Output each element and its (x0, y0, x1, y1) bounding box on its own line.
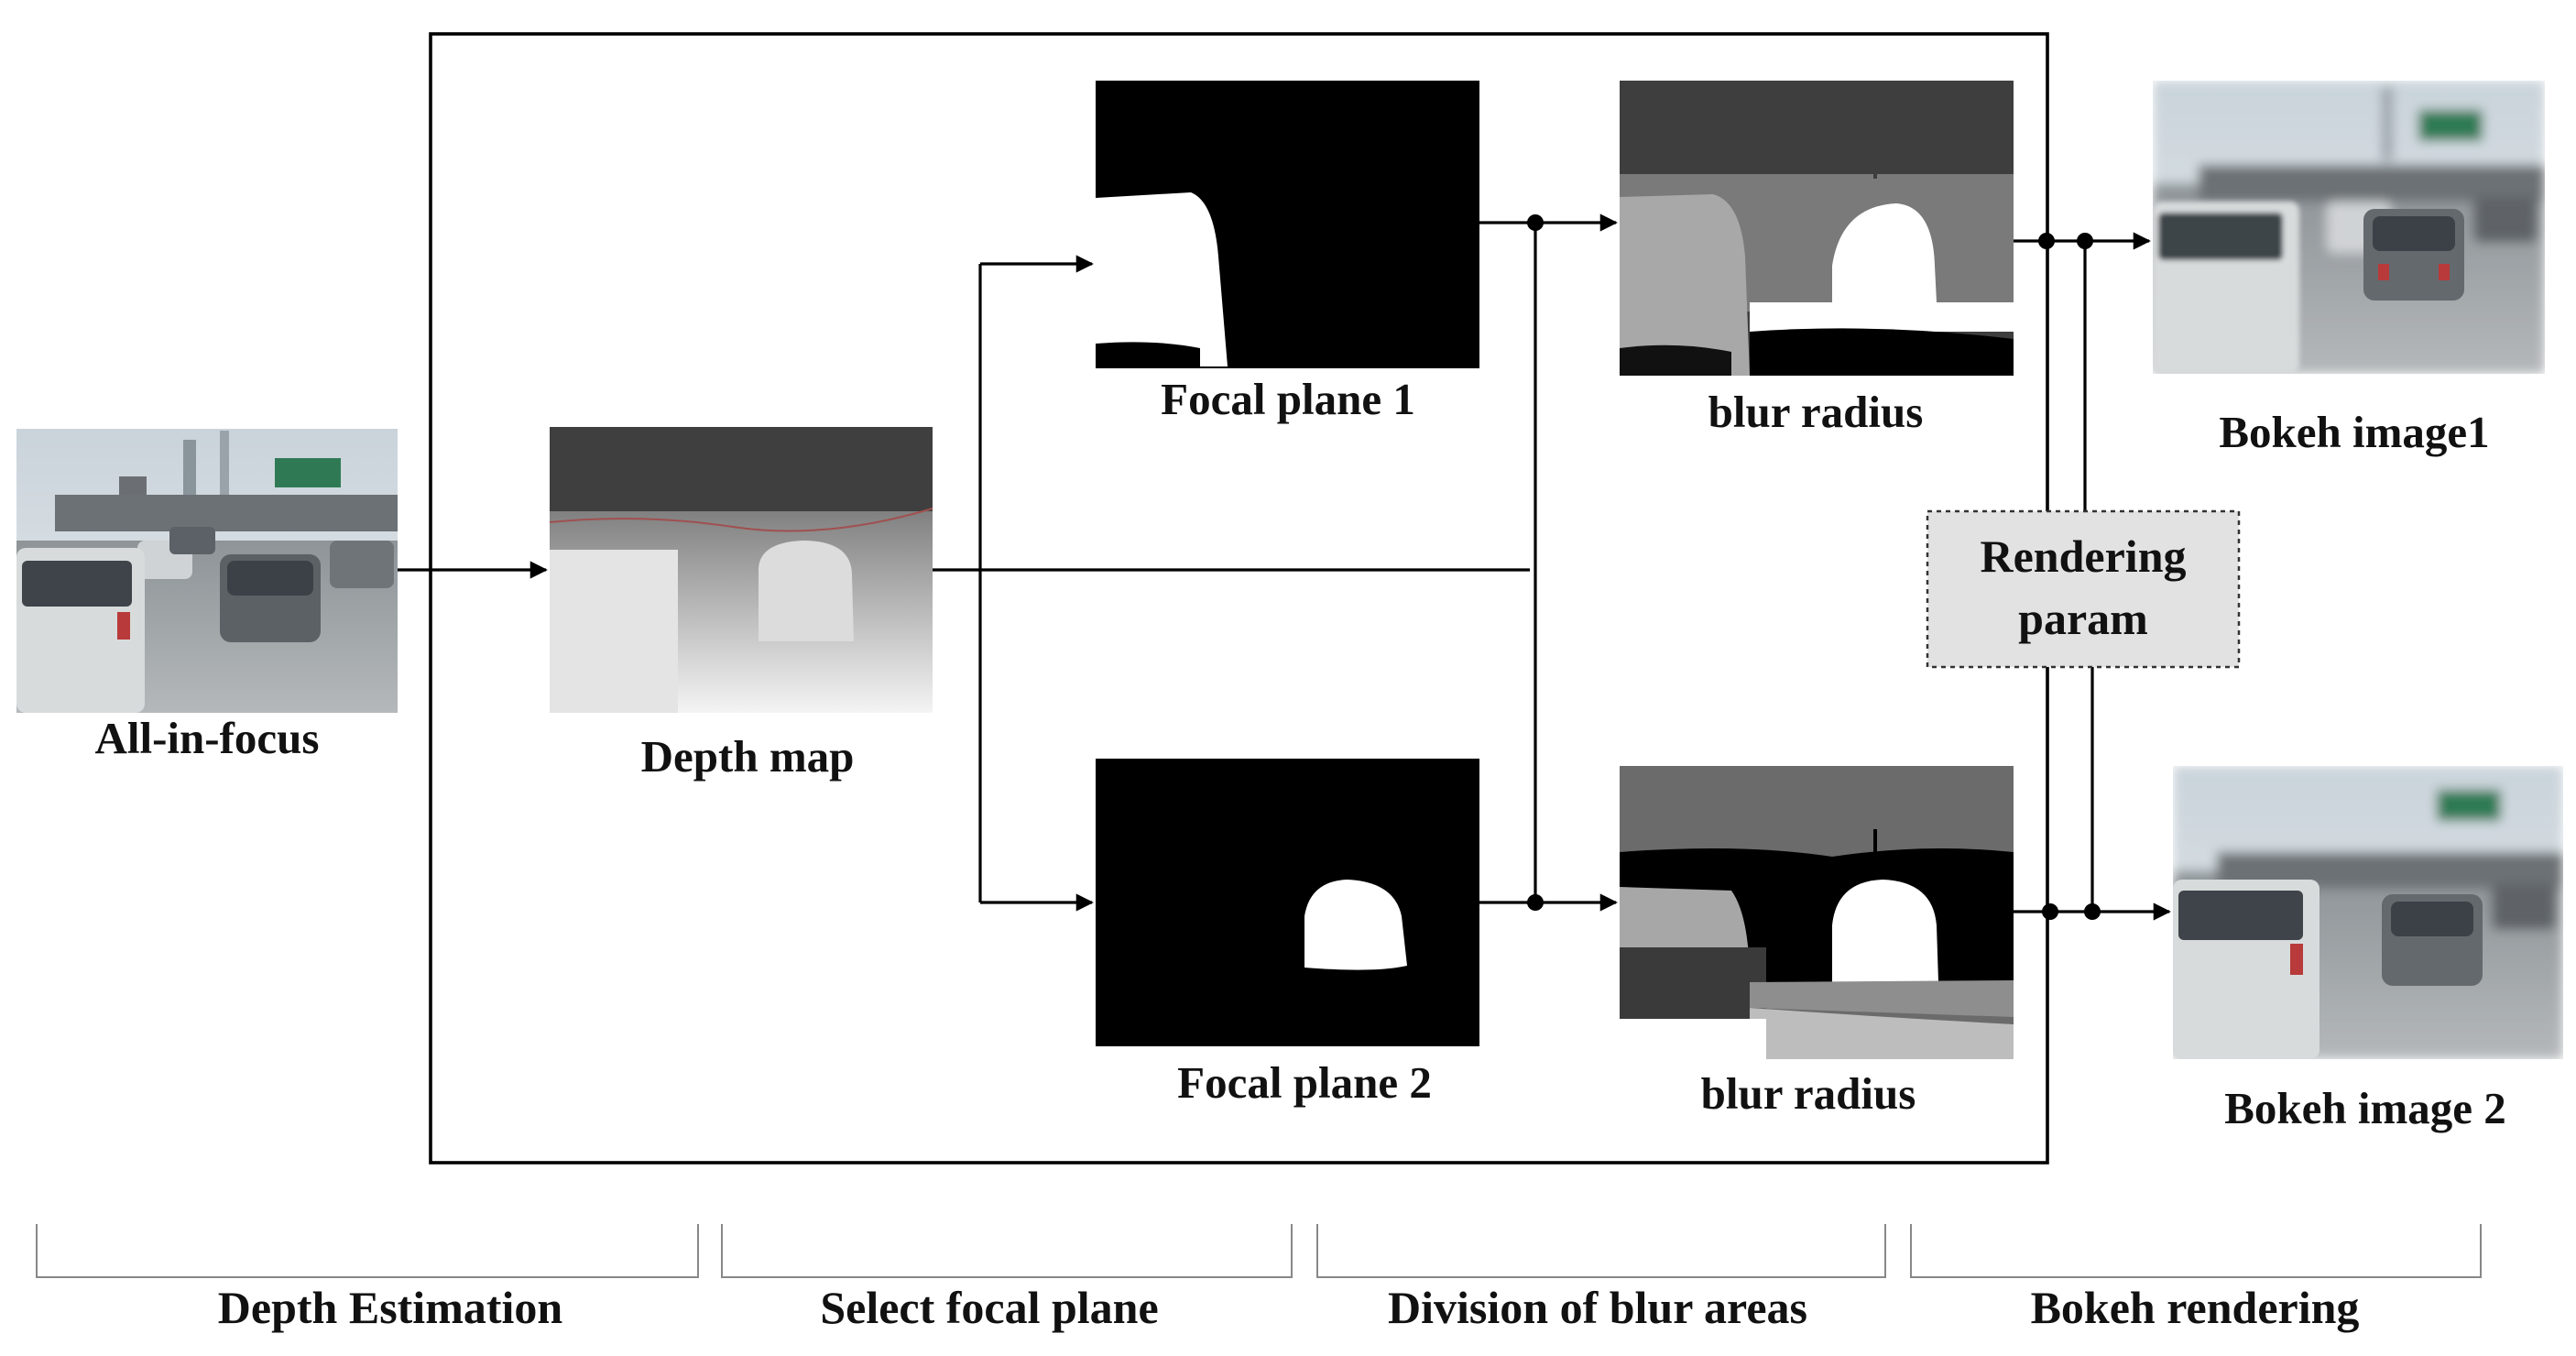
depth-map-label: Depth map (641, 731, 855, 782)
blur-radius-1-image (1620, 81, 2014, 376)
blur-radius-2-image (1620, 766, 2014, 1059)
focal-plane-1-image (1096, 81, 1479, 368)
bokeh-image-2 (2173, 766, 2563, 1059)
stage-bokeh-rendering: Bokeh rendering (2031, 1282, 2360, 1333)
stage-brackets (36, 1224, 2482, 1278)
connectors (398, 213, 2171, 921)
rendering-param-box: Rendering param (1926, 509, 2241, 669)
bokeh-image-1 (2153, 81, 2545, 374)
stage-select-focal-plane: Select focal plane (820, 1282, 1158, 1333)
all-in-focus-image (16, 429, 398, 713)
blur-radius-2-label: blur radius (1701, 1068, 1916, 1119)
depth-map-image (549, 427, 933, 713)
stage-division-of-blur-areas: Division of blur areas (1388, 1282, 1807, 1333)
rendering-param-line2: param (2018, 593, 2148, 644)
all-in-focus-label: All-in-focus (95, 713, 320, 763)
focal-plane-1-label: Focal plane 1 (1161, 374, 1415, 424)
focal-plane-2-image (1096, 759, 1479, 1046)
blur-radius-1-label: blur radius (1708, 387, 1924, 437)
focal-plane-2-label: Focal plane 2 (1177, 1057, 1432, 1108)
bokeh-image-1-label: Bokeh image1 (2219, 407, 2489, 457)
bokeh-image-2-label: Bokeh image 2 (2224, 1083, 2506, 1133)
rendering-param-line1: Rendering (1981, 530, 2187, 582)
stage-depth-estimation: Depth Estimation (218, 1282, 563, 1333)
